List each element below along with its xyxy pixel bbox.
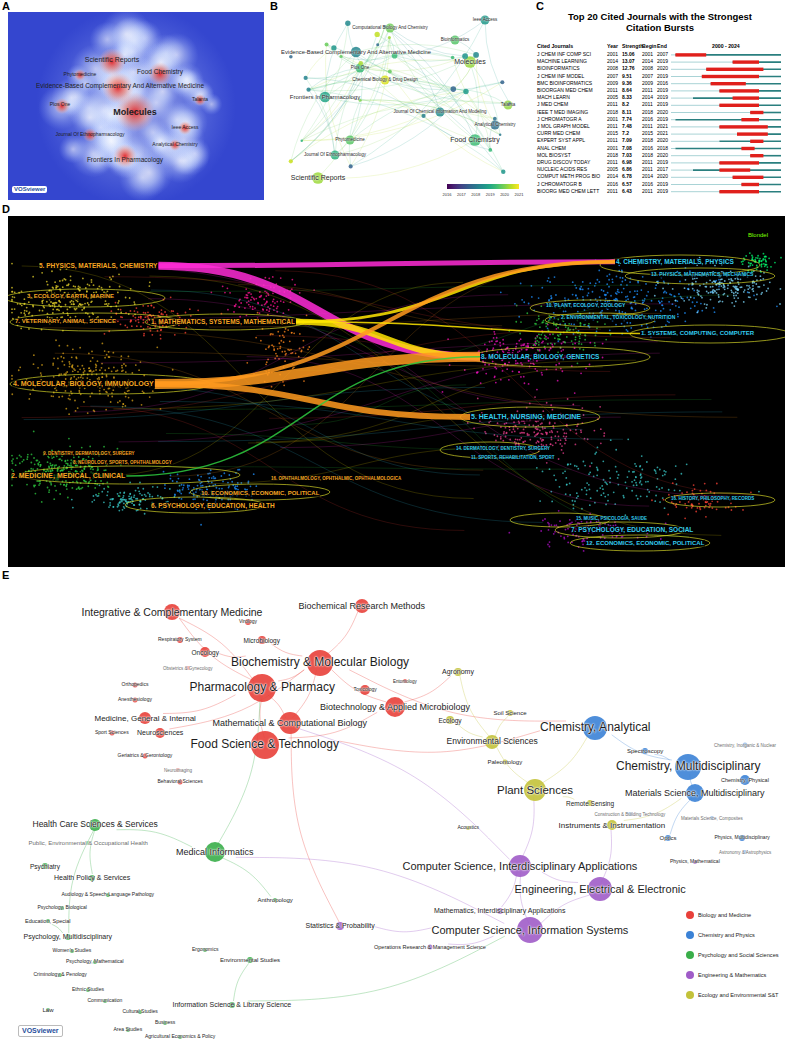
figure: ABCDEScientific ReportsEvidence-Based Co… xyxy=(0,0,789,1045)
